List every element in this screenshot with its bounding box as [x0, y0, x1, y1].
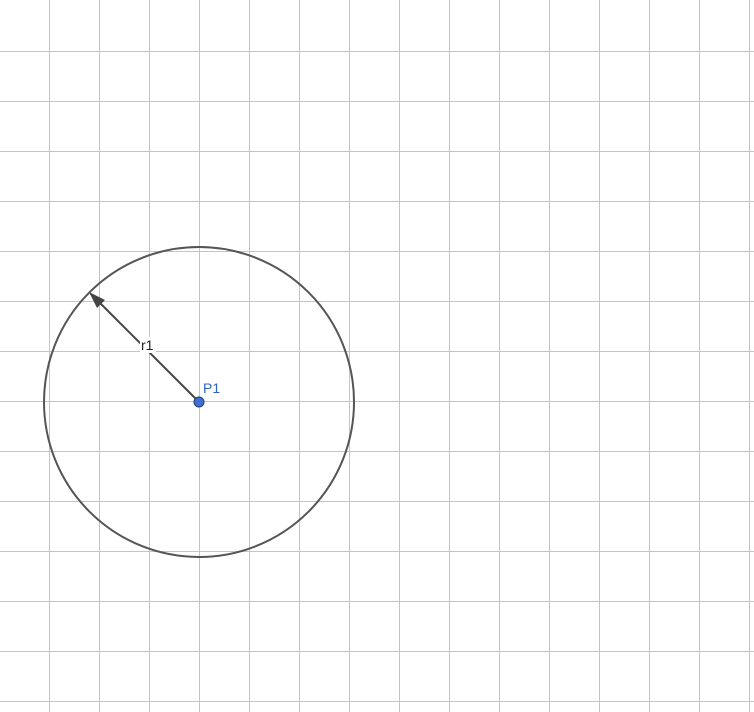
radius-label-background — [140, 337, 156, 353]
circle-outline[interactable] — [43, 246, 355, 558]
center-point-label: P1 — [203, 380, 220, 396]
center-point[interactable] — [193, 396, 205, 408]
radius-label: r1 — [141, 337, 154, 353]
radius-arrowhead — [89, 292, 105, 308]
